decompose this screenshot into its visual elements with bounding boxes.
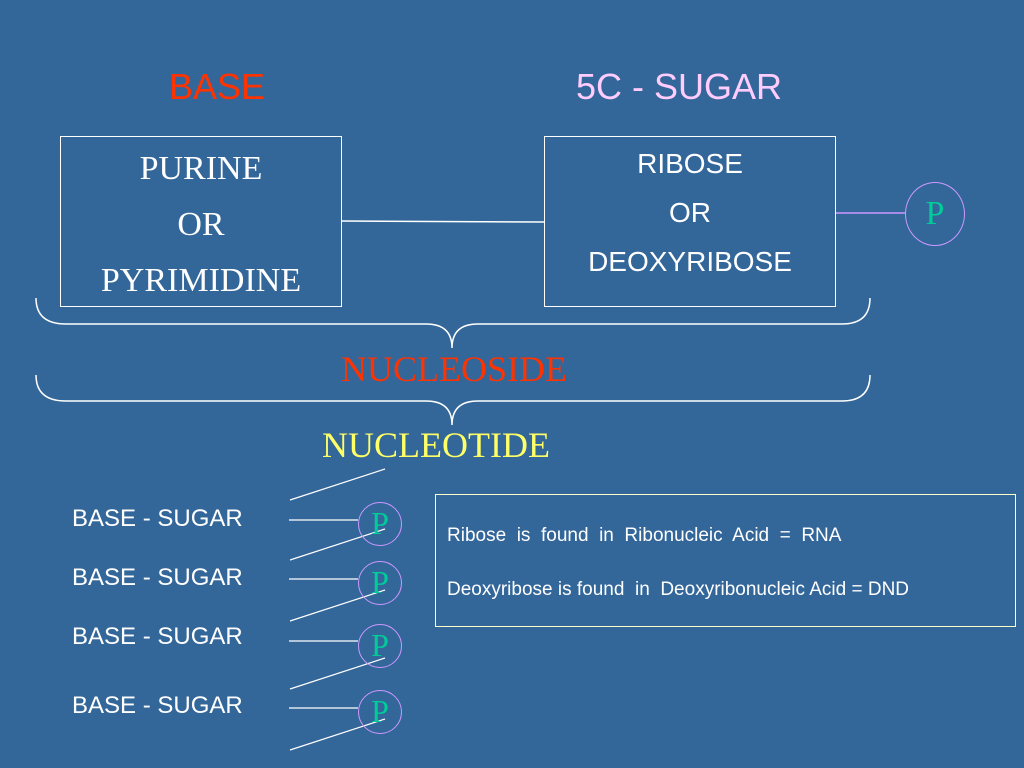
info-ribose-text: Ribose is found in Ribonucleic Acid = RN…	[447, 525, 842, 546]
info-deoxyribose-text: Deoxyribose is found in Deoxyribonucleic…	[447, 579, 910, 600]
chain-phosphate-circle: P	[358, 690, 402, 734]
nucleotide-brace	[35, 374, 871, 426]
base-box-line: PYRIMIDINE	[100, 262, 302, 299]
sugar-box-line: RIBOSE	[637, 148, 743, 179]
chain-base-sugar-label: BASE - SUGAR	[72, 692, 243, 719]
sugar-box-line: OR	[669, 197, 711, 228]
base-sugar-link	[341, 220, 545, 223]
chain-phosphate-circle: P	[358, 624, 402, 668]
info-box: Ribose is found in Ribonucleic Acid = RN…	[435, 494, 1016, 627]
chain-phosphate-circle: P	[358, 502, 402, 546]
chain-base-sugar-label: BASE - SUGAR	[72, 564, 243, 591]
nucleoside-brace	[35, 297, 871, 349]
chain-base-sugar-label: BASE - SUGAR	[72, 505, 243, 532]
phosphate-circle: P	[905, 182, 965, 246]
chain-line	[289, 468, 386, 501]
nucleotide-label: NUCLEOTIDE	[322, 425, 550, 465]
base-box: PURINE OR PYRIMIDINE	[60, 136, 342, 307]
base-heading: BASE	[169, 66, 266, 107]
sugar-heading: 5C - SUGAR	[576, 66, 783, 107]
base-box-line: PURINE	[139, 150, 263, 187]
sugar-box: RIBOSE OR DEOXYRIBOSE	[544, 136, 836, 307]
chain-phosphate-circle: P	[358, 561, 402, 605]
chain-base-sugar-label: BASE - SUGAR	[72, 623, 243, 650]
sugar-box-line: DEOXYRIBOSE	[588, 246, 792, 277]
nucleoside-label: NUCLEOSIDE	[341, 349, 567, 389]
base-box-line: OR	[177, 206, 225, 243]
